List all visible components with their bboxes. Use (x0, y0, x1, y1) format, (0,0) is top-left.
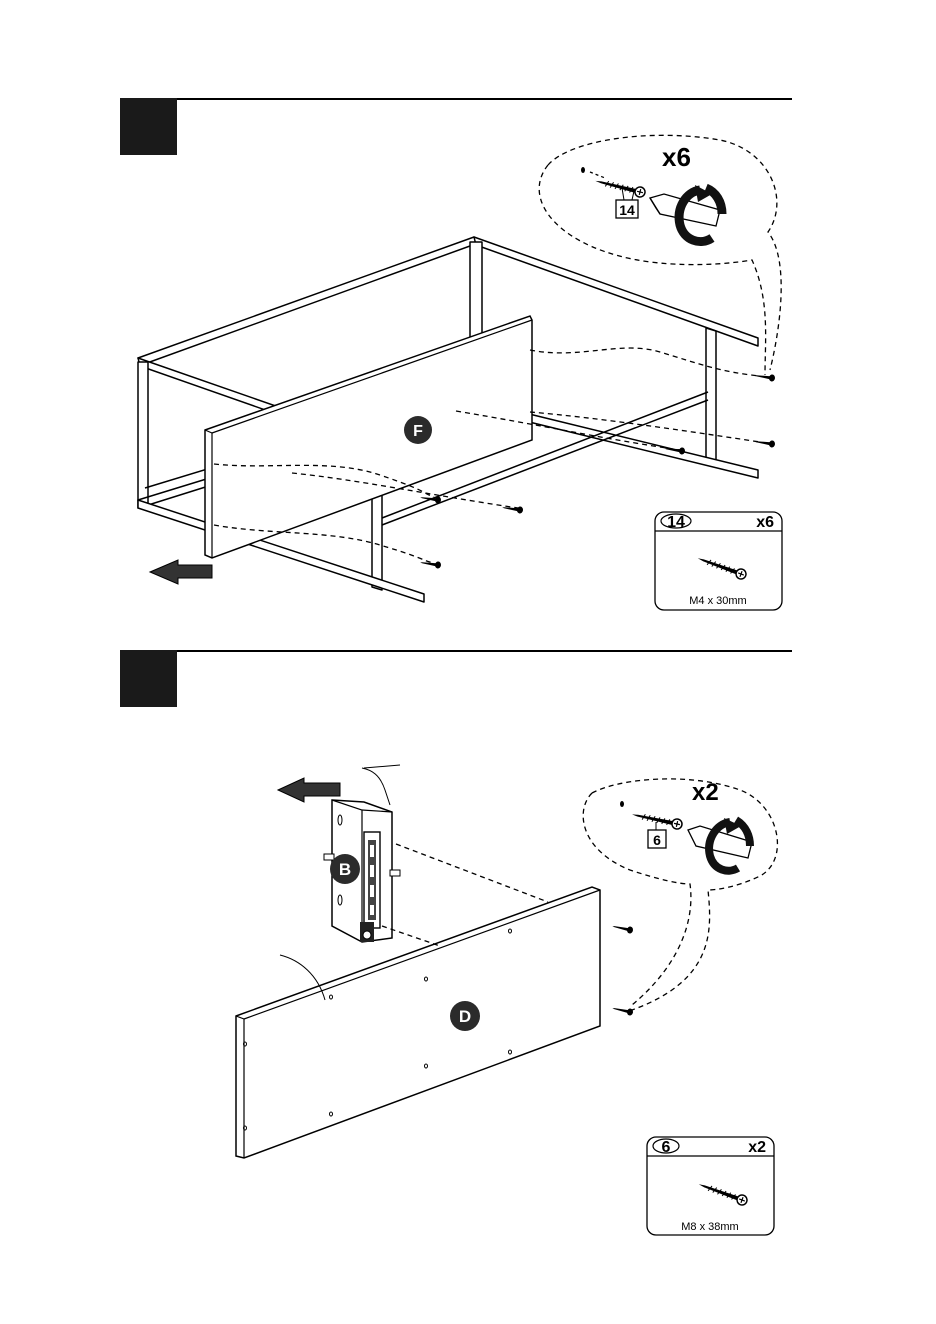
callout-step-2-qty: x2 (692, 779, 719, 806)
parts-box-step-1-part: 14 (667, 514, 685, 531)
parts-box-step-2: 6 x2 M8 x 38mm (647, 1137, 774, 1235)
panel-d-label: D (459, 1007, 471, 1026)
step-2-number-box (120, 650, 177, 707)
panel-b-label: B (339, 860, 351, 879)
panel-f-label: F (413, 423, 423, 440)
parts-box-step-1-size: M4 x 30mm (689, 595, 746, 607)
step-2: B D (120, 650, 792, 1235)
callout-step-2-part: 6 (653, 832, 661, 848)
callout-step-1-qty: x6 (662, 142, 691, 172)
parts-box-step-2-size: M8 x 38mm (681, 1221, 738, 1233)
parts-box-step-2-part: 6 (662, 1139, 671, 1156)
callout-step-2: x2 6 (583, 779, 777, 1010)
direction-arrow (150, 560, 212, 584)
step-1: F x6 (120, 98, 792, 610)
parts-box-step-2-qty: x2 (748, 1139, 766, 1156)
step-1-number-box (120, 98, 177, 155)
direction-arrow-step-2 (278, 778, 340, 802)
panel-d: D (236, 887, 600, 1158)
parts-box-step-1-qty: x6 (756, 514, 774, 531)
callout-step-1-part: 14 (619, 202, 635, 218)
screws-step-2 (612, 923, 634, 1016)
panel-f: F (205, 316, 532, 558)
parts-box-step-1: 14 x6 M4 x 30mm (655, 512, 782, 610)
